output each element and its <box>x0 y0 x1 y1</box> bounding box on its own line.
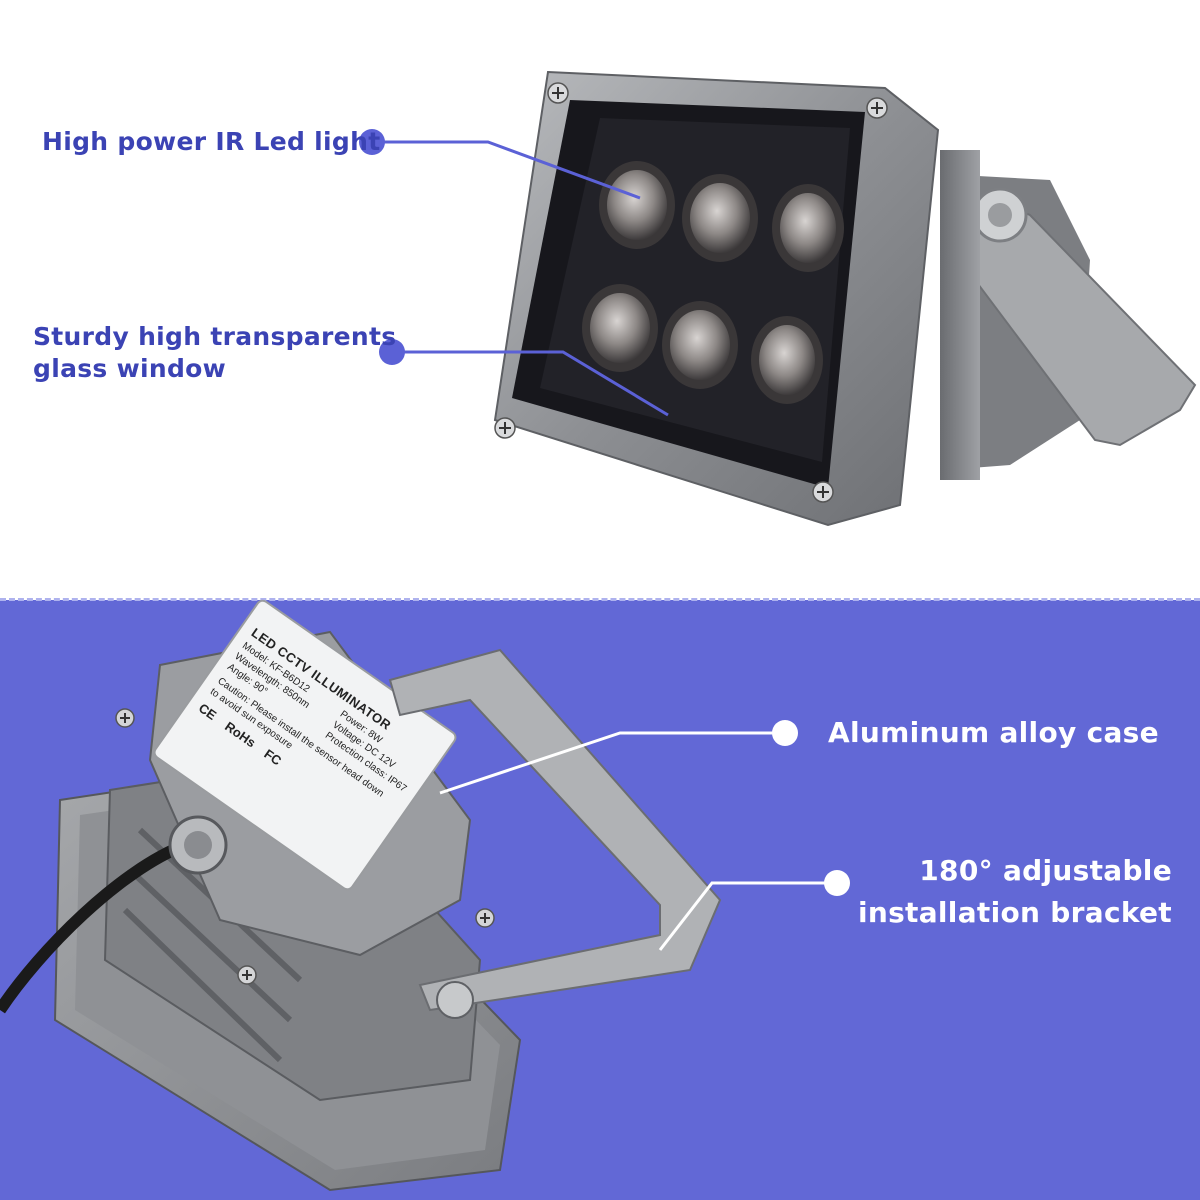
screw-icon <box>494 82 888 503</box>
callout-bracket: 180° adjustable installation bracket <box>858 850 1172 934</box>
callout-glass-window: Sturdy high transparents glass window <box>33 321 396 385</box>
callout-line-alloy-case <box>439 720 798 795</box>
callout-alloy-case: Aluminum alloy case <box>828 717 1159 749</box>
callout-line-glass-window <box>379 339 669 417</box>
screw-icon <box>115 708 495 985</box>
callout-glass-window-line1: Sturdy high transparents <box>33 322 397 351</box>
callout-alloy-case-line1: Aluminum alloy case <box>828 716 1159 749</box>
callout-line-bracket <box>658 870 850 951</box>
ir-led-array <box>582 161 844 404</box>
callout-line-ir-led <box>359 129 641 200</box>
callout-bracket-line2: installation bracket <box>857 896 1172 929</box>
section-divider <box>0 598 1200 601</box>
ce-mark: CE <box>195 700 220 723</box>
product-label <box>153 599 457 891</box>
callout-glass-window-line2: glass window <box>33 354 227 383</box>
callout-ir-led-line1: High power IR Led light <box>42 127 381 156</box>
illuminator-front-view <box>493 70 1197 527</box>
bracket-bolt <box>436 981 474 1019</box>
callout-bracket-line1: 180° adjustable <box>919 854 1172 887</box>
fc-mark: FC <box>261 746 285 769</box>
callout-ir-led: High power IR Led light <box>42 126 380 158</box>
illuminator-rear-view <box>0 599 722 1192</box>
power-cable <box>0 839 188 1014</box>
